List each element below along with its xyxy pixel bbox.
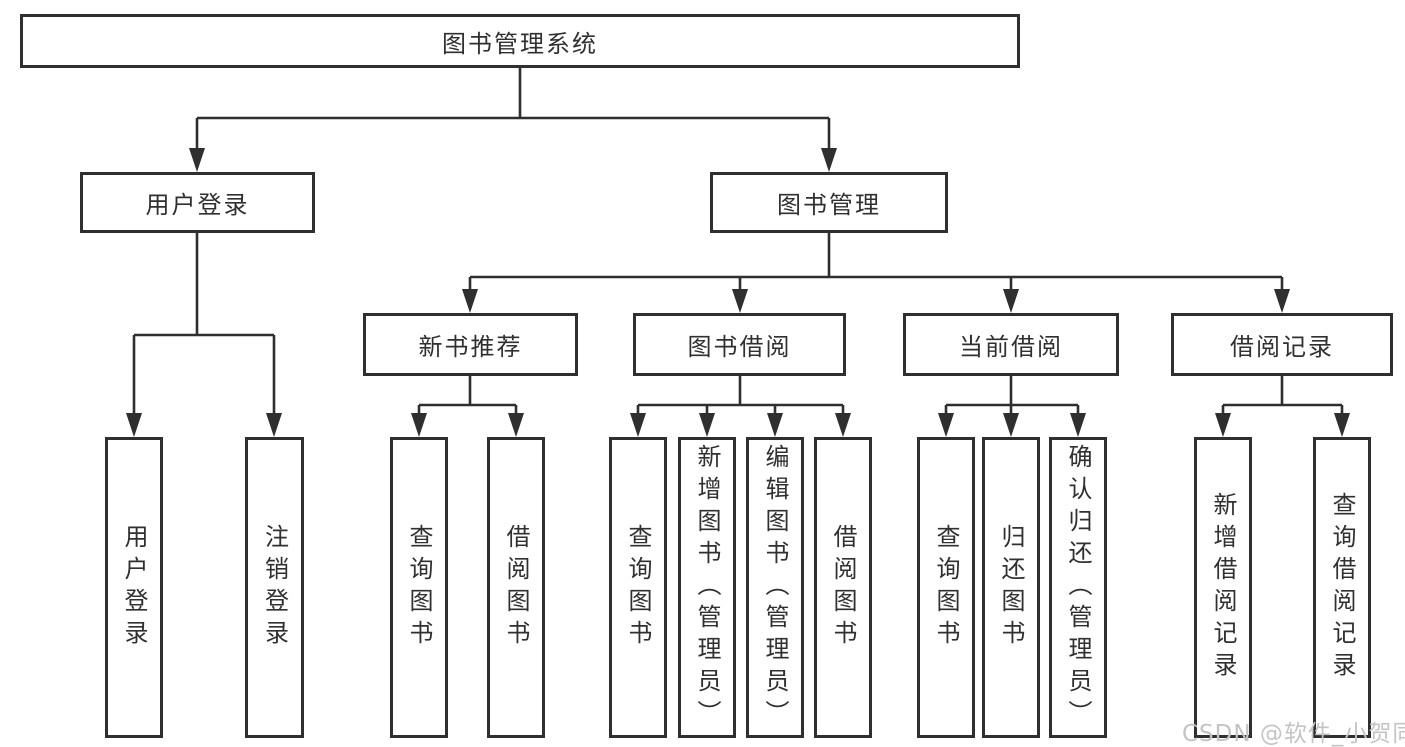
connector-current-borrow-to-leaves (938, 376, 1086, 437)
node-current-borrow-label: 当前借阅 (959, 333, 1063, 361)
leaf-logout-label: 注销登录 (260, 523, 289, 652)
connector-new-book-recommend-to-leaves (411, 376, 524, 437)
node-borrow-record: 借阅记录 (1171, 313, 1393, 376)
leaf-borrow-query-book-label: 查询图书 (624, 523, 652, 652)
leaf-current-confirm-return: 确认归还（管理员） (1049, 437, 1107, 738)
leaf-current-query-book-label: 查询图书 (932, 523, 960, 652)
leaf-borrow-borrow-book: 借阅图书 (814, 437, 872, 738)
leaf-user-login-label: 用户登录 (120, 523, 148, 652)
node-borrow-record-label: 借阅记录 (1230, 333, 1334, 361)
leaf-record-add: 新增借阅记录 (1194, 437, 1252, 738)
node-new-book-recommend: 新书推荐 (363, 313, 578, 376)
leaf-recommend-borrow-book: 借阅图书 (487, 437, 545, 738)
leaf-record-add-label: 新增借阅记录 (1209, 491, 1237, 684)
leaf-logout: 注销登录 (245, 437, 304, 738)
leaf-record-query-label: 查询借阅记录 (1328, 491, 1356, 684)
leaf-borrow-query-book: 查询图书 (609, 437, 667, 738)
leaf-current-return-book-label: 归还图书 (997, 523, 1025, 652)
leaf-recommend-query-book-label: 查询图书 (405, 523, 433, 652)
leaf-record-query: 查询借阅记录 (1313, 437, 1371, 738)
node-root-system: 图书管理系统 (20, 14, 1020, 68)
leaf-current-confirm-return-label: 确认归还（管理员） (1064, 443, 1092, 732)
leaf-borrow-borrow-book-label: 借阅图书 (829, 523, 857, 652)
connector-borrow-record-to-leaves (1215, 376, 1350, 437)
node-book-borrow: 图书借阅 (633, 313, 846, 376)
leaf-recommend-query-book: 查询图书 (390, 437, 448, 738)
leaf-borrow-add-book-label: 新增图书（管理员） (693, 443, 721, 732)
node-book-management: 图书管理 (710, 172, 948, 233)
node-user-login-branch: 用户登录 (80, 172, 315, 233)
connector-book-borrow-to-leaves (630, 376, 851, 437)
leaf-recommend-borrow-book-label: 借阅图书 (502, 523, 530, 652)
leaf-borrow-add-book: 新增图书（管理员） (678, 437, 736, 738)
node-current-borrow: 当前借阅 (903, 313, 1119, 376)
node-root-system-label: 图书管理系统 (442, 29, 598, 58)
connector-user-login-to-leaves (126, 233, 282, 437)
node-book-management-label: 图书管理 (777, 191, 881, 219)
connector-book-management-to-modules (462, 233, 1290, 313)
csdn-watermark: CSDN @软件_小贺同学 (1182, 721, 1405, 747)
leaf-borrow-edit-book-label: 编辑图书（管理员） (761, 443, 789, 732)
connector-root-to-branches (189, 68, 837, 172)
node-new-book-recommend-label: 新书推荐 (418, 333, 523, 361)
leaf-current-return-book: 归还图书 (982, 437, 1040, 738)
leaf-borrow-edit-book: 编辑图书（管理员） (746, 437, 804, 738)
node-book-borrow-label: 图书借阅 (687, 333, 792, 361)
node-user-login-branch-label: 用户登录 (145, 191, 250, 219)
leaf-user-login: 用户登录 (105, 437, 163, 738)
leaf-current-query-book: 查询图书 (917, 437, 975, 738)
